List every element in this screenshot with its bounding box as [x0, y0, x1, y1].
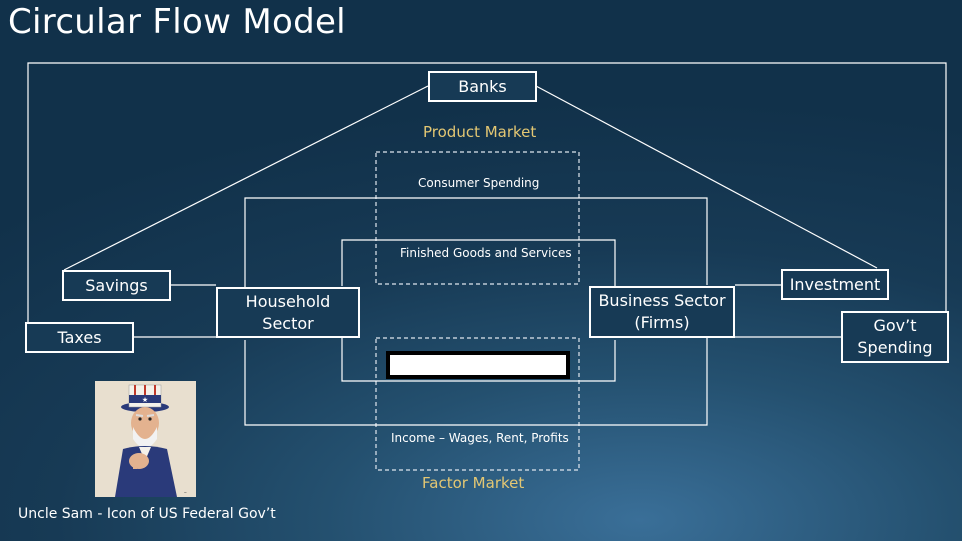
- finished-goods-label: Finished Goods and Services: [400, 246, 572, 260]
- taxes-to-govt-arrow: [27, 62, 947, 322]
- income-arrow: [244, 338, 708, 426]
- consumer-spending-arrow: [244, 197, 708, 287]
- household-label-line2: Sector: [262, 313, 314, 333]
- income-label: Income – Wages, Rent, Profits: [391, 431, 569, 445]
- taxes-label: Taxes: [57, 327, 102, 347]
- factor-services-arrow: [341, 338, 616, 382]
- image-caption: Uncle Sam - Icon of US Federal Gov’t: [18, 506, 276, 522]
- household-sector-box: Household Sector: [216, 287, 360, 338]
- investment-label: Investment: [789, 274, 881, 294]
- govt-label-line2: Spending: [857, 338, 933, 357]
- business-label-line1: Business Sector: [598, 291, 726, 310]
- savings-to-banks-arrow: [63, 85, 429, 271]
- banks-to-investment-arrow: [535, 85, 878, 269]
- banks-box: Banks: [428, 71, 537, 102]
- savings-label: Savings: [85, 275, 148, 295]
- product-market-label: Product Market: [423, 123, 537, 141]
- uncle-sam-poster: ★ ~: [95, 381, 196, 497]
- svg-text:★: ★: [142, 396, 148, 404]
- consumer-spending-label: Consumer Spending: [418, 176, 540, 190]
- factor-market-box: [375, 337, 580, 471]
- business-label-line2: (Firms): [634, 313, 690, 332]
- taxes-box: Taxes: [25, 322, 134, 353]
- product-market-box: [375, 151, 580, 285]
- govt-spending-box: Gov’t Spending: [841, 311, 949, 363]
- banks-label: Banks: [458, 76, 507, 96]
- household-label-line1: Household: [245, 291, 331, 311]
- business-sector-box: Business Sector (Firms): [589, 286, 735, 338]
- govt-label-line1: Gov’t: [873, 316, 917, 335]
- finished-goods-arrow: [341, 239, 616, 286]
- slide-title: Circular Flow Model: [8, 2, 346, 42]
- savings-box: Savings: [62, 270, 171, 301]
- investment-box: Investment: [781, 269, 889, 300]
- factor-market-label: Factor Market: [422, 474, 525, 492]
- redacted-label-box: [386, 351, 570, 379]
- svg-text:~: ~: [184, 490, 187, 495]
